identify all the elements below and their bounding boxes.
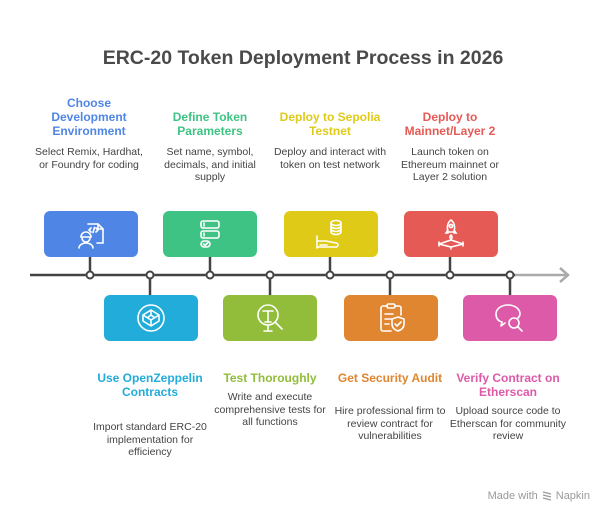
step-icon-box bbox=[284, 211, 378, 257]
timeline-node bbox=[85, 270, 95, 280]
step-description: Hire professional firm to review contrac… bbox=[334, 405, 446, 442]
step-description: Write and execute comprehensive tests fo… bbox=[214, 391, 326, 428]
database-hand-icon bbox=[316, 219, 342, 249]
timeline-node bbox=[445, 270, 455, 280]
napkin-logo-icon bbox=[542, 491, 551, 501]
step-title: Deploy to Sepolia Testnet bbox=[279, 110, 381, 138]
timeline-node bbox=[385, 270, 395, 280]
step-icon-box bbox=[44, 211, 138, 257]
timeline-node bbox=[505, 270, 515, 280]
timeline-node bbox=[325, 270, 335, 280]
arrow-head-icon bbox=[559, 267, 570, 283]
text-search-icon bbox=[257, 304, 283, 332]
step-description: Import standard ERC-20 implementation fo… bbox=[93, 421, 207, 458]
step-title: Define Token Parameters bbox=[172, 110, 248, 138]
step-icon-box bbox=[163, 211, 257, 257]
timeline-node bbox=[205, 270, 215, 280]
step-icon-box bbox=[463, 295, 557, 341]
form-fields-icon bbox=[200, 220, 220, 248]
step-icon-box bbox=[223, 295, 317, 341]
step-description: Upload source code to Etherscan for comm… bbox=[449, 405, 567, 442]
step-description: Set name, symbol, decimals, and initial … bbox=[164, 146, 256, 183]
step-description: Deploy and interact with token on test n… bbox=[273, 146, 387, 171]
codepen-cube-icon bbox=[137, 304, 165, 332]
footer-prefix: Made with bbox=[487, 490, 538, 502]
clipboard-shield-icon bbox=[380, 303, 405, 332]
rocket-launch-icon bbox=[438, 218, 464, 250]
chat-search-icon bbox=[495, 304, 523, 332]
step-description: Select Remix, Hardhat, or Foundry for co… bbox=[35, 146, 143, 171]
step-description: Launch token on Ethereum mainnet or Laye… bbox=[400, 146, 500, 183]
step-icon-box bbox=[404, 211, 498, 257]
step-title: Get Security Audit bbox=[337, 371, 443, 385]
developer-code-icon bbox=[78, 223, 104, 249]
step-icon-box bbox=[104, 295, 198, 341]
step-title: Use OpenZeppelin Contracts bbox=[97, 371, 203, 399]
step-title: Choose Development Environment bbox=[51, 96, 127, 138]
step-title: Test Thoroughly bbox=[223, 371, 317, 385]
step-title: Verify Contract on Etherscan bbox=[456, 371, 560, 399]
footer-brand: Napkin bbox=[555, 490, 590, 502]
diagram-title: ERC-20 Token Deployment Process in 2026 bbox=[102, 47, 504, 69]
timeline-node bbox=[265, 270, 275, 280]
step-icon-box bbox=[344, 295, 438, 341]
step-title: Deploy to Mainnet/Layer 2 bbox=[404, 110, 496, 138]
footer-credit[interactable]: Made with Napkin bbox=[488, 490, 590, 502]
timeline-node bbox=[145, 270, 155, 280]
